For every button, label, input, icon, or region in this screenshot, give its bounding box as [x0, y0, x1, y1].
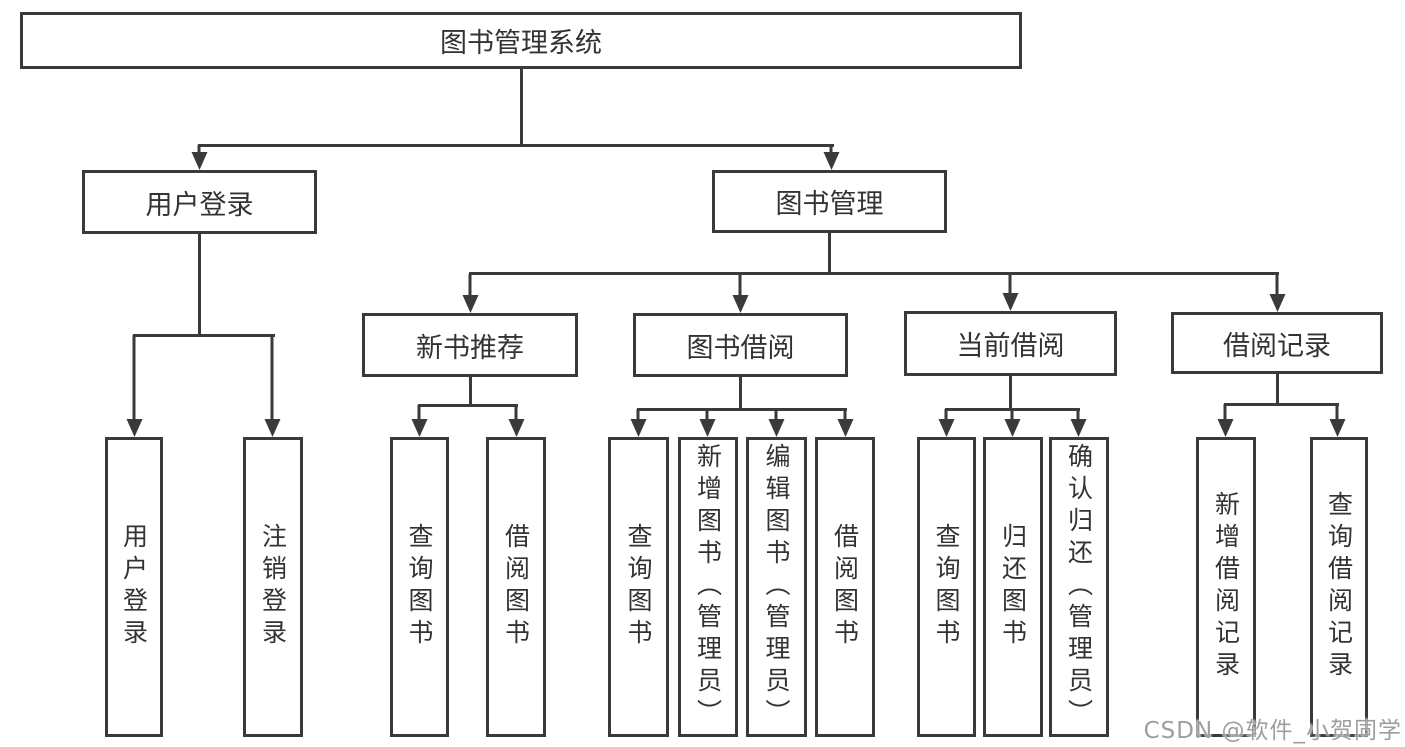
leaf-label: 借阅图书: [830, 523, 860, 651]
connector-arrow-add-record: [1223, 404, 1227, 419]
connector-arrow-search-books-2: [636, 409, 640, 419]
leaf-edit-book-admin: 编辑图书（管理员）: [746, 437, 807, 737]
leaf-label: 注销登录: [258, 523, 288, 651]
connector-arrow-search-record: [1335, 404, 1339, 419]
connector-arrow-search-books-3: [944, 409, 948, 419]
connector-arrow-leaf-user-login: [132, 335, 136, 419]
node-user-login: 用户登录: [82, 170, 317, 234]
connector-arrow-book-borrowing: [738, 274, 742, 295]
connector-user-login-rail: [133, 334, 275, 337]
leaf-label: 编辑图书（管理员）: [762, 443, 791, 731]
connector-new-book-rec-rail: [418, 404, 518, 407]
leaf-label: 查询图书: [405, 523, 434, 651]
connector-user-login-stem: [198, 233, 201, 336]
connector-root-stem: [520, 68, 523, 145]
node-label: 用户登录: [145, 189, 254, 221]
node-library-management-system: 图书管理系统: [20, 12, 1022, 69]
leaf-add-borrow-record: 新增借阅记录: [1196, 437, 1256, 737]
node-book-management: 图书管理: [712, 170, 947, 233]
connector-arrow-confirm-return: [1076, 409, 1080, 419]
leaf-borrow-books-2: 借阅图书: [815, 437, 875, 737]
leaf-search-books-1: 查询图书: [390, 437, 449, 737]
leaf-return-book: 归还图书: [983, 437, 1043, 737]
connector-book-borrowing-stem: [739, 377, 742, 410]
leaf-search-books-3: 查询图书: [917, 437, 976, 737]
leaf-label: 新增借阅记录: [1211, 491, 1241, 683]
connector-borrowing-records-rail: [1224, 403, 1339, 406]
leaf-label: 查询借阅记录: [1324, 491, 1354, 683]
connector-level3-rail: [469, 272, 1279, 275]
leaf-logout: 注销登录: [243, 437, 303, 737]
node-label: 借阅记录: [1223, 330, 1331, 362]
connector-borrowing-records-stem: [1276, 373, 1279, 405]
leaf-user-login: 用户登录: [105, 437, 163, 737]
connector-book-management-stem: [828, 232, 831, 274]
connector-book-borrowing-rail: [637, 408, 847, 411]
connector-arrow-borrowing-records: [1275, 274, 1279, 294]
node-label: 当前借阅: [956, 331, 1065, 362]
leaf-confirm-return-admin: 确认归还（管理员）: [1049, 437, 1109, 737]
connector-arrow-current-borrowing: [1008, 274, 1012, 293]
node-current-borrowing: 当前借阅: [904, 311, 1117, 376]
leaf-label: 归还图书: [998, 523, 1028, 651]
leaf-add-book-admin: 新增图书（管理员）: [678, 437, 738, 737]
leaf-label: 借阅图书: [501, 523, 531, 651]
connector-arrow-return-book: [1010, 409, 1014, 419]
csdn-watermark: CSDN @软件_小贺同学: [1143, 718, 1402, 744]
node-book-borrowing: 图书借阅: [633, 313, 848, 377]
leaf-search-borrow-record: 查询借阅记录: [1310, 437, 1368, 737]
connector-level2-rail: [198, 144, 834, 147]
connector-arrow-edit-book: [774, 409, 778, 419]
leaf-label: 新增图书（管理员）: [693, 443, 723, 731]
connector-arrow-search-books-1: [417, 405, 421, 419]
connector-arrow-borrow-books-1: [514, 405, 518, 419]
leaf-borrow-books-1: 借阅图书: [486, 437, 546, 737]
leaf-label: 查询图书: [624, 523, 653, 651]
connector-arrow-book-management: [829, 145, 833, 152]
connector-arrow-add-book: [705, 409, 709, 419]
leaf-label: 用户登录: [119, 523, 149, 651]
node-label: 新书推荐: [416, 332, 524, 364]
node-label: 图书管理: [775, 189, 884, 220]
node-new-book-recommendation: 新书推荐: [362, 313, 578, 377]
node-label: 图书借阅: [686, 332, 795, 364]
connector-arrow-new-book-rec: [468, 274, 472, 295]
leaf-label: 查询图书: [932, 523, 961, 651]
connector-arrow-borrow-books-2: [843, 409, 847, 419]
connector-new-book-rec-stem: [469, 377, 472, 406]
leaf-label: 确认归还（管理员）: [1064, 443, 1094, 731]
node-label: 图书管理系统: [440, 28, 602, 59]
connector-arrow-user-login: [197, 145, 201, 152]
leaf-search-books-2: 查询图书: [608, 437, 669, 737]
connector-current-borrowing-stem: [1009, 375, 1012, 410]
node-borrowing-records: 借阅记录: [1171, 312, 1383, 374]
connector-arrow-leaf-logout: [270, 335, 274, 419]
